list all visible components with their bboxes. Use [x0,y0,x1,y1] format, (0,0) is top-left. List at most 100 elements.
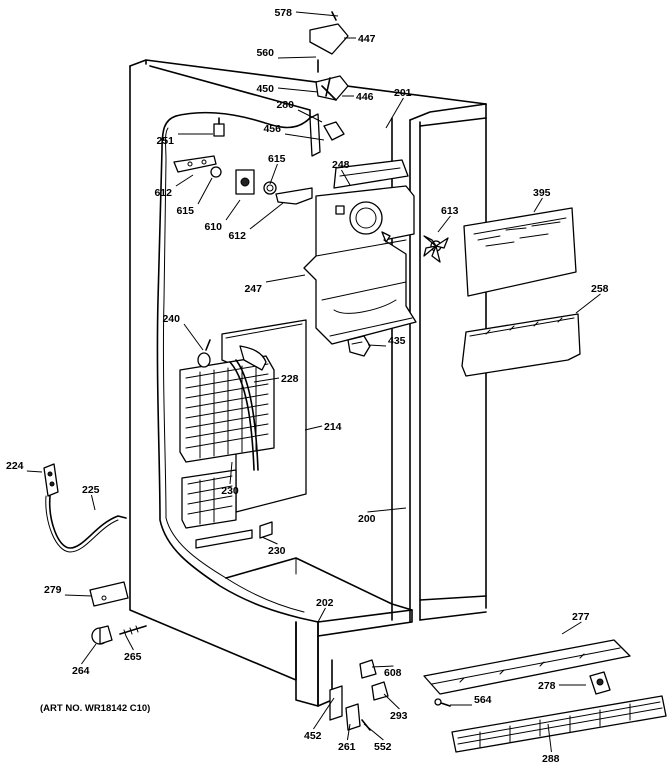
callout-560: 560 [256,47,274,59]
callout-230b: 230 [268,545,286,557]
callout-248: 248 [332,159,350,171]
callout-261: 261 [338,741,356,753]
leader-line-201 [385,97,404,129]
leader-line-288 [547,723,552,753]
callout-280: 280 [276,99,294,111]
callout-258: 258 [591,283,609,295]
cabinet-case [129,59,487,707]
defrost-bracket [195,521,273,549]
roller-293 [371,681,389,701]
bracket-261 [345,703,361,731]
leader-line-452 [313,697,335,730]
leader-line-202 [317,607,326,623]
callout-293: 293 [390,710,408,722]
leader-line-608 [371,665,394,668]
callout-202: 202 [316,597,334,609]
damper-control [347,335,371,357]
screw-265 [119,625,147,637]
defrost-thermostat [197,339,211,368]
leader-line-395 [533,197,543,213]
callout-578: 578 [274,7,292,19]
callout-613: 613 [441,205,459,217]
leader-line-248 [341,169,351,186]
callout-265: 265 [124,651,142,663]
callout-610: 610 [204,221,222,233]
leader-line-240 [183,323,204,351]
grommet-615-left [210,166,222,178]
callout-264: 264 [72,665,90,677]
callout-228: 228 [281,373,299,385]
evaporator-coils [179,345,275,529]
air-duct-assembly [303,159,417,345]
leader-line-265 [125,635,134,651]
leader-line-613 [437,215,451,233]
leader-line-225 [90,494,96,511]
bracket-452 [329,685,343,721]
rear-panel-395 [463,207,577,297]
callout-552: 552 [374,741,392,753]
callout-200: 200 [358,513,376,525]
leader-line-264 [81,643,97,665]
leader-line-615a [269,163,278,185]
callout-225: 225 [82,484,100,496]
fan-blade [423,235,449,263]
switch-251 [213,117,225,137]
callout-214: 214 [324,421,342,433]
leader-line-277 [561,621,582,635]
control-housing [315,75,349,101]
leader-line-612b [249,202,284,230]
callout-201: 201 [394,87,412,99]
light-bracket [309,113,321,157]
leader-line-615b [197,177,213,205]
leader-line-612a [175,174,194,187]
leader-line-258 [575,293,601,314]
leader-line-435 [367,344,387,347]
callout-612a: 612 [154,187,172,199]
callout-240: 240 [162,313,180,325]
leader-line-456 [284,133,325,141]
rail-277 [423,639,631,695]
leader-line-279 [64,594,93,597]
callout-446: 446 [356,91,374,103]
grommet-615-right [263,181,277,195]
callout-447: 447 [358,33,376,45]
leader-line-230b [261,536,278,545]
channel-279 [89,581,129,607]
leader-line-578 [295,11,339,17]
leader-line-610 [225,199,241,221]
screw-564 [434,698,451,707]
callout-615a: 615 [268,153,286,165]
leader-line-247 [265,274,306,283]
leader-line-552 [363,723,384,741]
leader-line-280 [297,109,323,123]
grille-288 [451,695,667,753]
callout-279: 279 [44,584,62,596]
callout-395: 395 [533,187,551,199]
leader-line-200 [367,507,407,513]
callout-452: 452 [304,730,322,742]
leader-line-450 [277,87,319,93]
bracket-612-left [173,155,217,173]
callout-224: 224 [6,460,24,472]
callout-230a: 230 [221,485,239,497]
leveling-leg-264 [91,625,113,645]
callout-277: 277 [572,611,590,623]
callout-288: 288 [542,753,560,765]
cam-610 [235,169,255,195]
callout-564: 564 [474,694,492,706]
callout-615b: 615 [176,205,194,217]
callout-450: 450 [256,83,274,95]
callout-247: 247 [244,283,262,295]
leader-line-560 [277,56,317,59]
art-number: (ART NO. WR18142 C10) [40,703,150,714]
bracket-612-right [275,187,313,205]
callout-608: 608 [384,667,402,679]
thermostat-knob [309,23,349,55]
callout-435: 435 [388,335,406,347]
leader-line-261 [346,723,351,741]
roller-608 [359,659,377,679]
leader-line-293 [383,693,400,710]
callout-278: 278 [538,680,556,692]
callout-456: 456 [263,123,281,135]
